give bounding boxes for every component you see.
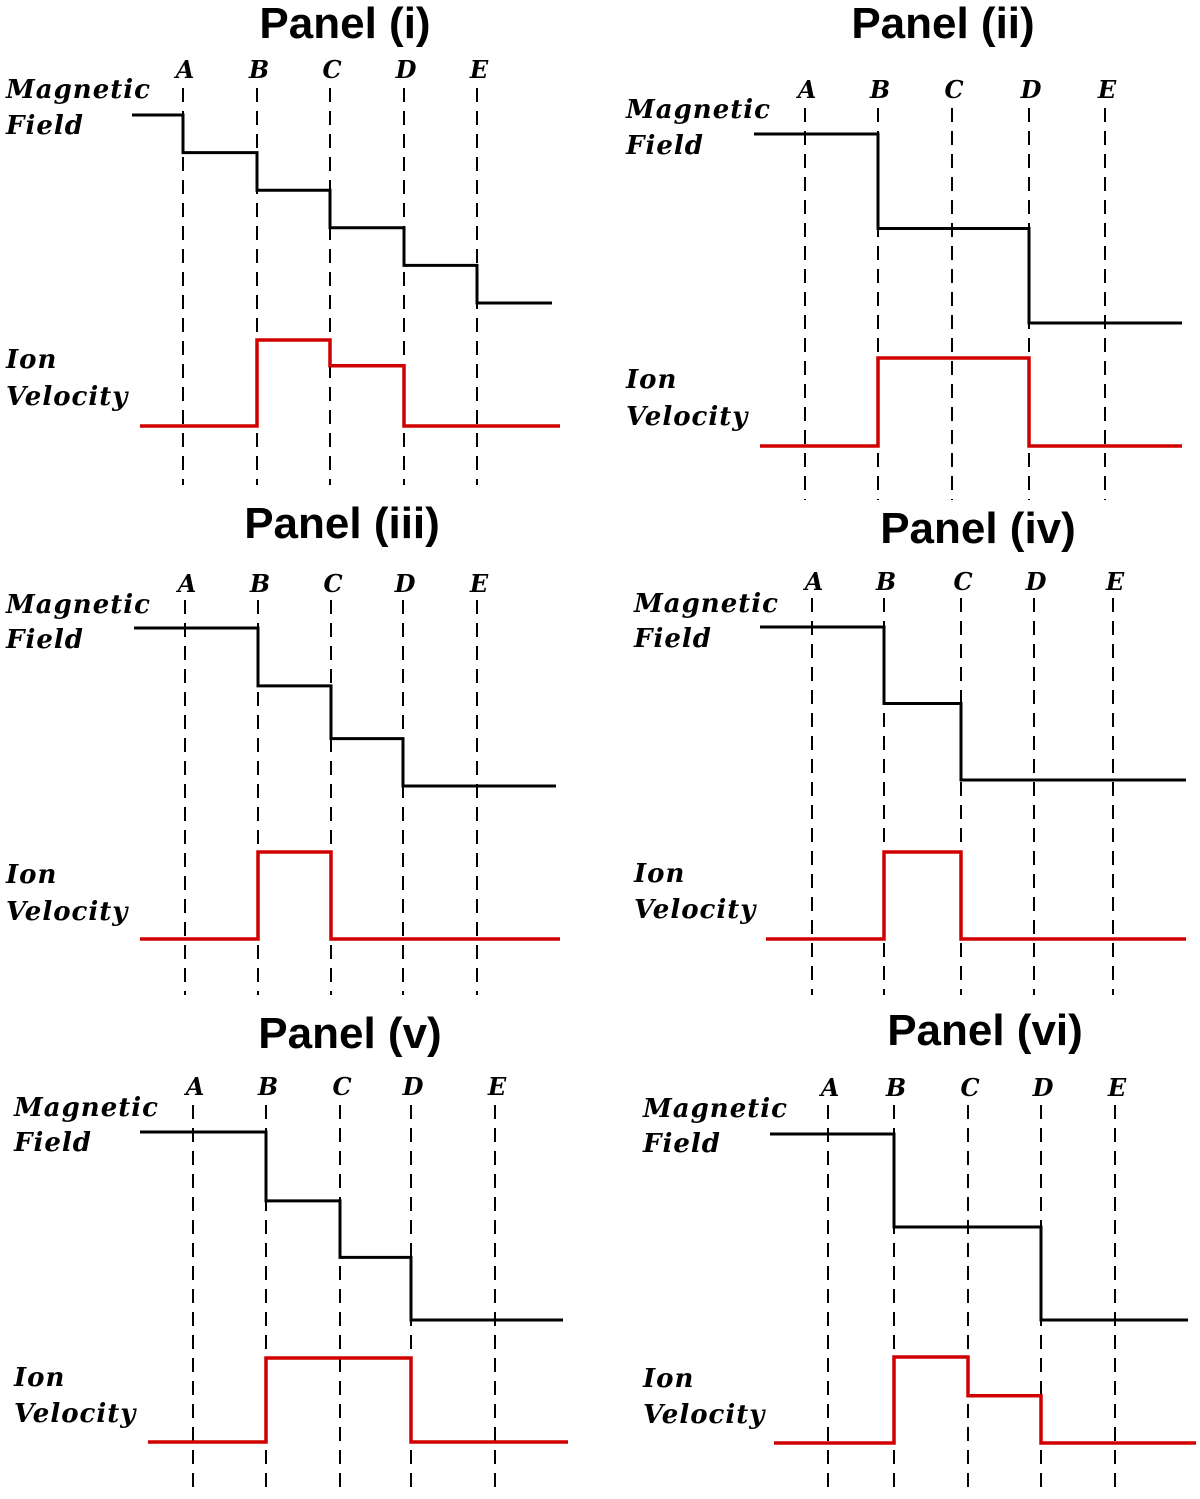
marker-e: E	[1097, 75, 1117, 104]
ion-velocity-label: Velocity	[643, 1400, 766, 1430]
marker-d: D	[394, 569, 416, 598]
marker-e: E	[469, 569, 489, 598]
magnetic-field-label: Field	[5, 111, 84, 141]
marker-a: A	[184, 1072, 205, 1101]
panel-title: Panel (i)	[259, 0, 430, 48]
panel-title: Panel (iii)	[244, 499, 440, 548]
ion-velocity-label: Ion	[642, 1364, 694, 1394]
ion-velocity-label: Ion	[5, 860, 57, 890]
marker-d: D	[1025, 567, 1047, 596]
marker-b: B	[885, 1073, 906, 1102]
marker-a: A	[803, 567, 824, 596]
marker-c: C	[323, 569, 342, 598]
panel-title: Panel (iv)	[880, 504, 1076, 553]
magnetic-field-trace	[132, 113, 552, 305]
magnetic-field-label: Field	[642, 1129, 721, 1159]
marker-b: B	[249, 569, 270, 598]
magnetic-field-label: Field	[633, 624, 712, 654]
ion-velocity-label: Ion	[5, 345, 57, 375]
ion-velocity-label: Ion	[633, 859, 685, 889]
magnetic-field-trace	[754, 132, 1182, 325]
magnetic-field-trace	[760, 625, 1186, 782]
magnetic-field-label: Magnetic	[642, 1094, 788, 1124]
marker-b: B	[875, 567, 896, 596]
marker-d: D	[1020, 75, 1042, 104]
marker-e: E	[469, 55, 489, 84]
ion-velocity-label: Ion	[625, 365, 677, 395]
magnetic-field-trace	[770, 1132, 1188, 1322]
ion-velocity-label: Ion	[13, 1363, 65, 1393]
marker-a: A	[796, 75, 817, 104]
ion-velocity-trace	[140, 338, 560, 428]
magnetic-field-label: Magnetic	[13, 1093, 159, 1123]
marker-a: A	[176, 569, 197, 598]
marker-c: C	[322, 55, 341, 84]
magnetic-field-trace	[140, 1130, 563, 1322]
marker-b: B	[248, 55, 269, 84]
marker-c: C	[944, 75, 963, 104]
marker-a: A	[174, 55, 195, 84]
panel-title: Panel (v)	[258, 1009, 441, 1058]
ion-velocity-trace	[774, 1355, 1196, 1445]
ion-velocity-label: Velocity	[14, 1399, 137, 1429]
marker-b: B	[257, 1072, 278, 1101]
marker-e: E	[487, 1072, 507, 1101]
ion-velocity-trace	[766, 850, 1186, 941]
magnetic-field-label: Field	[13, 1128, 92, 1158]
magnetic-field-label: Magnetic	[633, 589, 779, 619]
ion-velocity-label: Velocity	[6, 897, 129, 927]
marker-e: E	[1105, 567, 1125, 596]
panel-title: Panel (vi)	[887, 1006, 1083, 1055]
magnetic-field-label: Magnetic	[5, 590, 151, 620]
marker-a: A	[819, 1073, 840, 1102]
marker-d: D	[1032, 1073, 1054, 1102]
ion-velocity-trace	[148, 1356, 568, 1444]
magnetic-field-label: Field	[5, 625, 84, 655]
marker-e: E	[1107, 1073, 1127, 1102]
marker-d: D	[395, 55, 417, 84]
ion-velocity-label: Velocity	[626, 402, 749, 432]
marker-d: D	[402, 1072, 424, 1101]
marker-b: B	[869, 75, 890, 104]
magnetic-field-trace	[134, 626, 556, 788]
marker-c: C	[953, 567, 972, 596]
marker-c: C	[332, 1072, 351, 1101]
panel-title: Panel (ii)	[851, 0, 1034, 48]
magnetic-field-label: Field	[625, 131, 704, 161]
ion-velocity-label: Velocity	[634, 895, 757, 925]
ion-velocity-label: Velocity	[6, 382, 129, 412]
marker-c: C	[960, 1073, 979, 1102]
magnetic-field-label: Magnetic	[5, 75, 151, 105]
ion-velocity-trace	[760, 356, 1182, 448]
ion-velocity-trace	[140, 850, 560, 941]
magnetic-field-label: Magnetic	[625, 95, 771, 125]
